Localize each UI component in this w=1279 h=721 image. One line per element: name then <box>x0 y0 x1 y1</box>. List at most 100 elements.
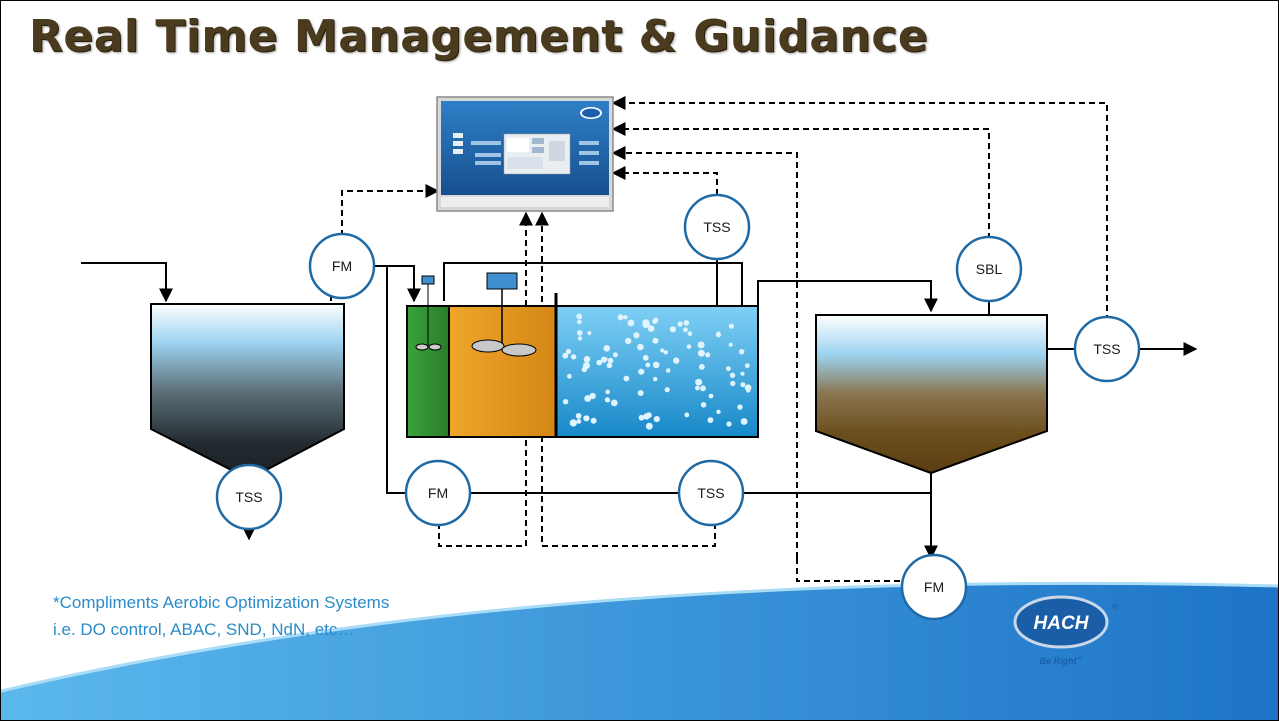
aeration-bubble <box>726 366 731 371</box>
tss-aeration-label: TSS <box>703 219 730 235</box>
aeration-bubble <box>729 372 736 378</box>
footnote: *Compliments Aerobic Optimization System… <box>53 589 389 643</box>
hach-registered-mark: ® <box>1112 602 1119 612</box>
aeration-bubble <box>660 348 665 353</box>
aeration-bubble <box>695 378 703 386</box>
aeration-bubble <box>737 404 743 410</box>
process-pipes <box>81 241 1198 560</box>
aeration-bubble <box>603 357 608 362</box>
aeration-bubble <box>623 315 628 320</box>
aeration-bubble <box>565 348 572 355</box>
aeration-bubble <box>677 321 683 327</box>
aeration-bubble <box>576 419 582 424</box>
aeration-bubble <box>605 389 610 395</box>
aeration-bubble <box>606 362 613 369</box>
aeration-bubble <box>653 416 660 423</box>
slide-title: Real Time Management & Guidance <box>29 11 929 62</box>
hach-tagline-text: Be Right <box>1040 656 1078 666</box>
aeration-bubble <box>715 332 722 338</box>
hach-trademark: ™ <box>1077 656 1083 663</box>
aeration-bubble <box>604 397 610 403</box>
aeration-bubble <box>596 359 603 366</box>
footer-wave-highlight <box>1 581 1278 693</box>
aeration-bubble <box>669 326 677 333</box>
aeration-bubble <box>637 390 644 396</box>
aeration-bubble <box>581 366 587 373</box>
aeration-bubble <box>642 354 649 361</box>
aeration-bubble <box>577 330 583 336</box>
instrument-sbl-clarifier: SBL <box>955 235 1023 303</box>
aeration-bubble <box>633 332 640 339</box>
controller-screen <box>436 96 614 212</box>
aeration-bubble <box>652 318 658 324</box>
aeration-bubble <box>663 350 668 355</box>
aeration-bubble <box>700 402 707 408</box>
aeration-bubble <box>623 375 630 382</box>
aeration-bubble <box>652 337 659 344</box>
instrument-tss-aeration: TSS <box>683 193 751 261</box>
tss-return-label: TSS <box>697 485 724 501</box>
aeration-bubble <box>695 385 700 391</box>
aeration-bubble <box>744 363 750 369</box>
hach-tagline: Be Right™ <box>1040 656 1083 666</box>
hach-logo: HACH ® Be Right™ <box>1013 595 1119 666</box>
aeration-bubble <box>577 336 583 341</box>
instrument-fm-influent: FM <box>308 232 376 300</box>
aeration-bubble <box>625 337 632 345</box>
instrument-fm-return: FM <box>404 459 472 527</box>
aeration-bubble <box>684 412 690 418</box>
aeration-bubble <box>576 313 583 320</box>
aeration-bubble <box>570 354 577 360</box>
aeration-bubble <box>610 399 618 407</box>
tss-effluent-label: TSS <box>1093 341 1120 357</box>
aeration-bubble <box>716 409 721 414</box>
aeration-bubble <box>612 352 618 358</box>
aeration-bubble <box>708 393 714 399</box>
aeration-bubble <box>645 422 653 430</box>
aeration-bubbles <box>562 313 752 430</box>
aeration-bubble <box>665 368 671 373</box>
aeration-bubble <box>607 357 614 364</box>
aeration-bubble <box>697 349 705 357</box>
aeration-bubble <box>664 387 670 393</box>
aeration-bubble <box>638 414 645 421</box>
aeration-bubble <box>589 392 596 400</box>
instrument-fm-waste: FM <box>900 553 968 621</box>
tss-primary-label: TSS <box>235 489 262 505</box>
aeration-bubble <box>740 382 746 388</box>
aeration-bubble <box>643 413 650 420</box>
instrument-tss-effluent: TSS <box>1073 315 1141 383</box>
aeration-zone <box>556 306 758 437</box>
aeration-bubble <box>617 314 624 321</box>
large-mixer-motor <box>486 272 518 290</box>
aeration-bubble <box>590 417 597 424</box>
aeration-bubble <box>705 352 711 358</box>
aeration-bubble <box>569 419 577 427</box>
fm-influent-label: FM <box>332 258 352 274</box>
footer-wave <box>1 583 1278 720</box>
aeration-bubble <box>562 352 569 359</box>
aeration-bubble <box>707 417 714 423</box>
aeration-bubble <box>726 421 732 427</box>
aeration-bubble <box>577 319 582 325</box>
aeration-bubble <box>730 380 736 387</box>
bioreactor <box>406 272 759 438</box>
fm-return-label: FM <box>428 485 448 501</box>
aeration-bubble <box>638 368 645 375</box>
aeration-bubble <box>697 341 705 349</box>
fm-waste-label: FM <box>924 579 944 595</box>
footnote-line-2: i.e. DO control, ABAC, SND, NdN, etc… <box>53 620 355 639</box>
aeration-bubble <box>645 362 651 368</box>
aeration-bubble <box>603 345 611 352</box>
aeration-bubble <box>739 349 745 355</box>
aeration-bubble <box>652 361 660 369</box>
small-mixer-motor <box>421 275 435 285</box>
aeration-bubble <box>746 388 751 393</box>
aeration-bubble <box>683 327 688 333</box>
aeration-bubble <box>647 325 655 332</box>
sbl-clarifier-label: SBL <box>976 261 1003 277</box>
aeration-bubble <box>686 344 692 349</box>
aeration-bubble <box>637 343 644 351</box>
aeration-bubble <box>587 331 592 336</box>
